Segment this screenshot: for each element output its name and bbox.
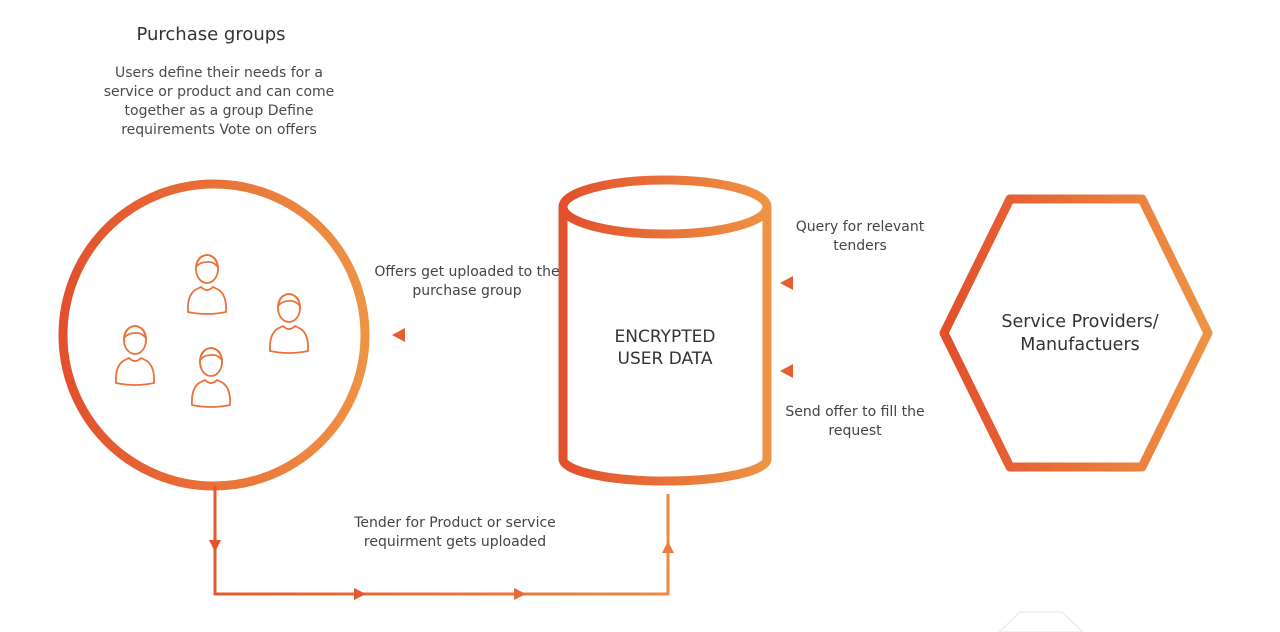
faint-hexagon-decoration	[997, 611, 1085, 632]
flow-label-tender: Tender for Product or service requirment…	[354, 515, 556, 550]
flow-label-offers: Offers get uploaded to the purchase grou…	[374, 264, 560, 299]
user-icon	[190, 347, 232, 408]
user-icon	[186, 254, 228, 315]
purchase-groups-description: Users define their needs for a service o…	[103, 65, 335, 138]
arrow-tender-upload	[209, 486, 674, 600]
providers-label: Service Providers/ Manufactuers	[975, 311, 1185, 357]
providers-label-line2: Manufactuers	[1020, 335, 1140, 355]
arrow-query-tenders	[780, 276, 944, 290]
user-icon	[268, 293, 310, 354]
database-label-line2: USER DATA	[617, 349, 713, 369]
purchase-groups-title: Purchase groups	[136, 24, 286, 45]
arrow-offers-to-group	[392, 328, 563, 342]
provider-hexagon	[939, 194, 1213, 472]
flow-label-send-offer: Send offer to fill the request	[785, 404, 925, 439]
purchase-group-circle	[58, 179, 370, 491]
user-icon	[114, 325, 156, 386]
database-label: ENCRYPTED USER DATA	[575, 326, 755, 370]
flow-label-query: Query for relevant tenders	[795, 219, 925, 254]
database-cylinder	[558, 175, 772, 486]
providers-label-line1: Service Providers/	[1001, 312, 1159, 332]
database-label-line1: ENCRYPTED	[614, 327, 716, 347]
arrow-send-offer	[780, 364, 944, 378]
